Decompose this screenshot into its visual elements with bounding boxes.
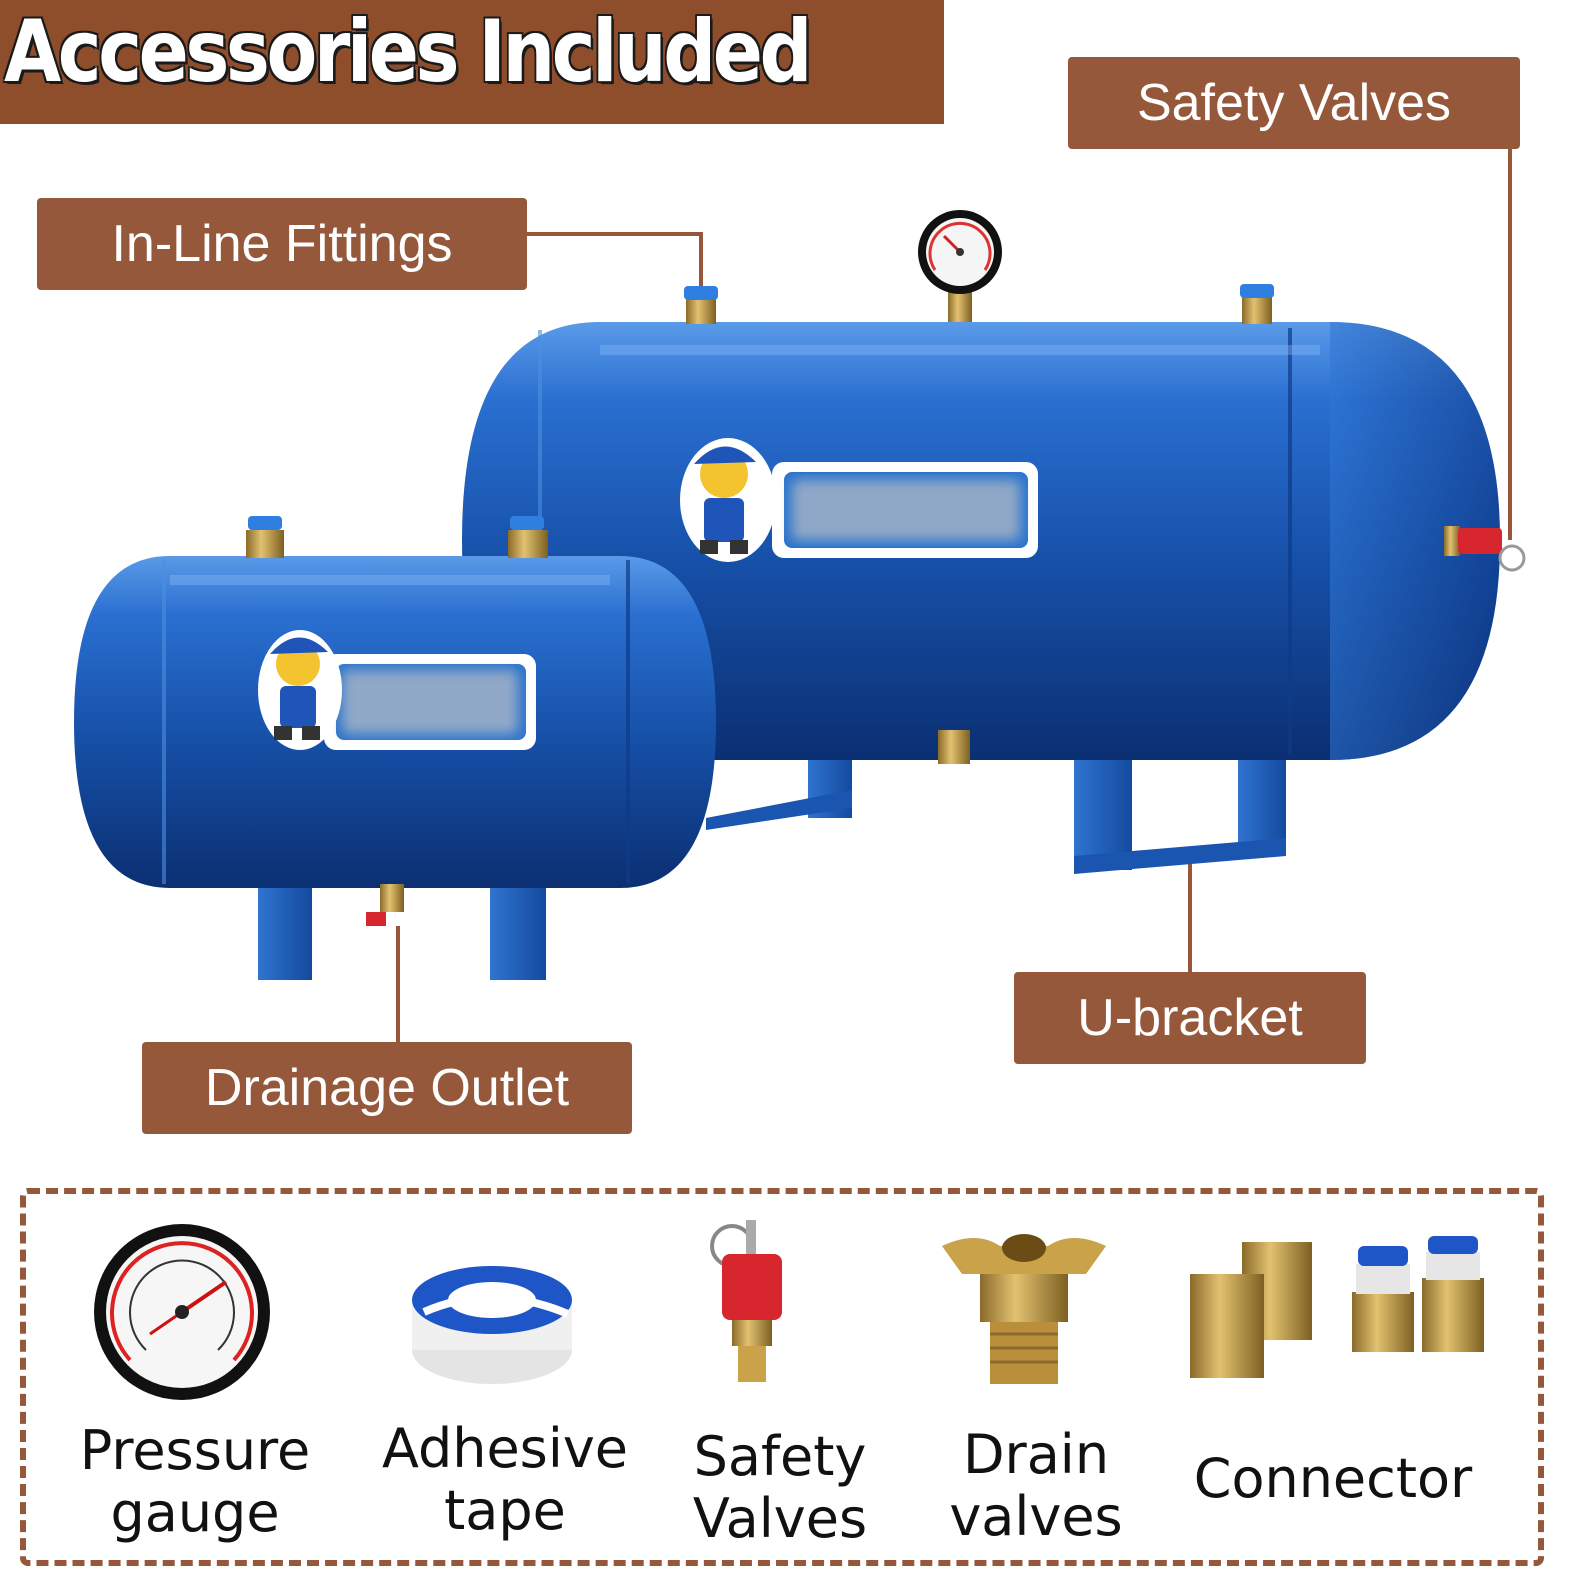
accessory-connector: Connector (1168, 1448, 1498, 1510)
accessories-panel (20, 1188, 1544, 1566)
drain-valve-icon (942, 1234, 1106, 1384)
u-bracket-callout-text: U-bracket (1077, 989, 1303, 1047)
pressure-gauge-icon (94, 1224, 270, 1400)
adhesive-tape-icon (412, 1266, 572, 1384)
callout-lines (396, 148, 1512, 1044)
accessory-adhesive-tape: Adhesive tape (360, 1418, 650, 1542)
air-tanks-illustration (74, 148, 1526, 1044)
accessory-label-line1: Drain (962, 1423, 1110, 1486)
accessory-safety-valves: Safety Valves (660, 1426, 900, 1550)
accessory-label-line1: Connector (1193, 1447, 1473, 1510)
accessory-label-line2: valves (949, 1485, 1123, 1548)
page-title: Accessories Included (4, 2, 812, 102)
connector-icon (1190, 1236, 1484, 1378)
accessory-label-line2: gauge (110, 1481, 280, 1544)
inline-fittings-callout: In-Line Fittings (37, 198, 527, 290)
accessory-label-line2: tape (444, 1479, 566, 1542)
accessory-drain-valves: Drain valves (916, 1424, 1156, 1548)
title-banner: Accessories Included (0, 0, 944, 124)
safety-valves-callout-text: Safety Valves (1136, 74, 1452, 132)
drainage-outlet-callout-text: Drainage Outlet (204, 1059, 570, 1117)
inline-fittings-callout-text: In-Line Fittings (111, 215, 453, 273)
accessory-label-line1: Safety (693, 1425, 867, 1488)
safety-valve-icon (710, 1220, 782, 1382)
accessory-label-line1: Pressure (79, 1419, 311, 1482)
small-tank (74, 516, 716, 980)
u-bracket-callout: U-bracket (1014, 972, 1366, 1064)
accessory-pressure-gauge: Pressure gauge (50, 1420, 340, 1544)
safety-valves-callout: Safety Valves (1068, 57, 1520, 149)
large-tank (462, 210, 1526, 874)
drainage-outlet-callout: Drainage Outlet (142, 1042, 632, 1134)
accessory-label-line1: Adhesive (381, 1417, 629, 1480)
accessory-label-line2: Valves (692, 1487, 868, 1550)
inline-fittings-callout-line (525, 232, 703, 290)
